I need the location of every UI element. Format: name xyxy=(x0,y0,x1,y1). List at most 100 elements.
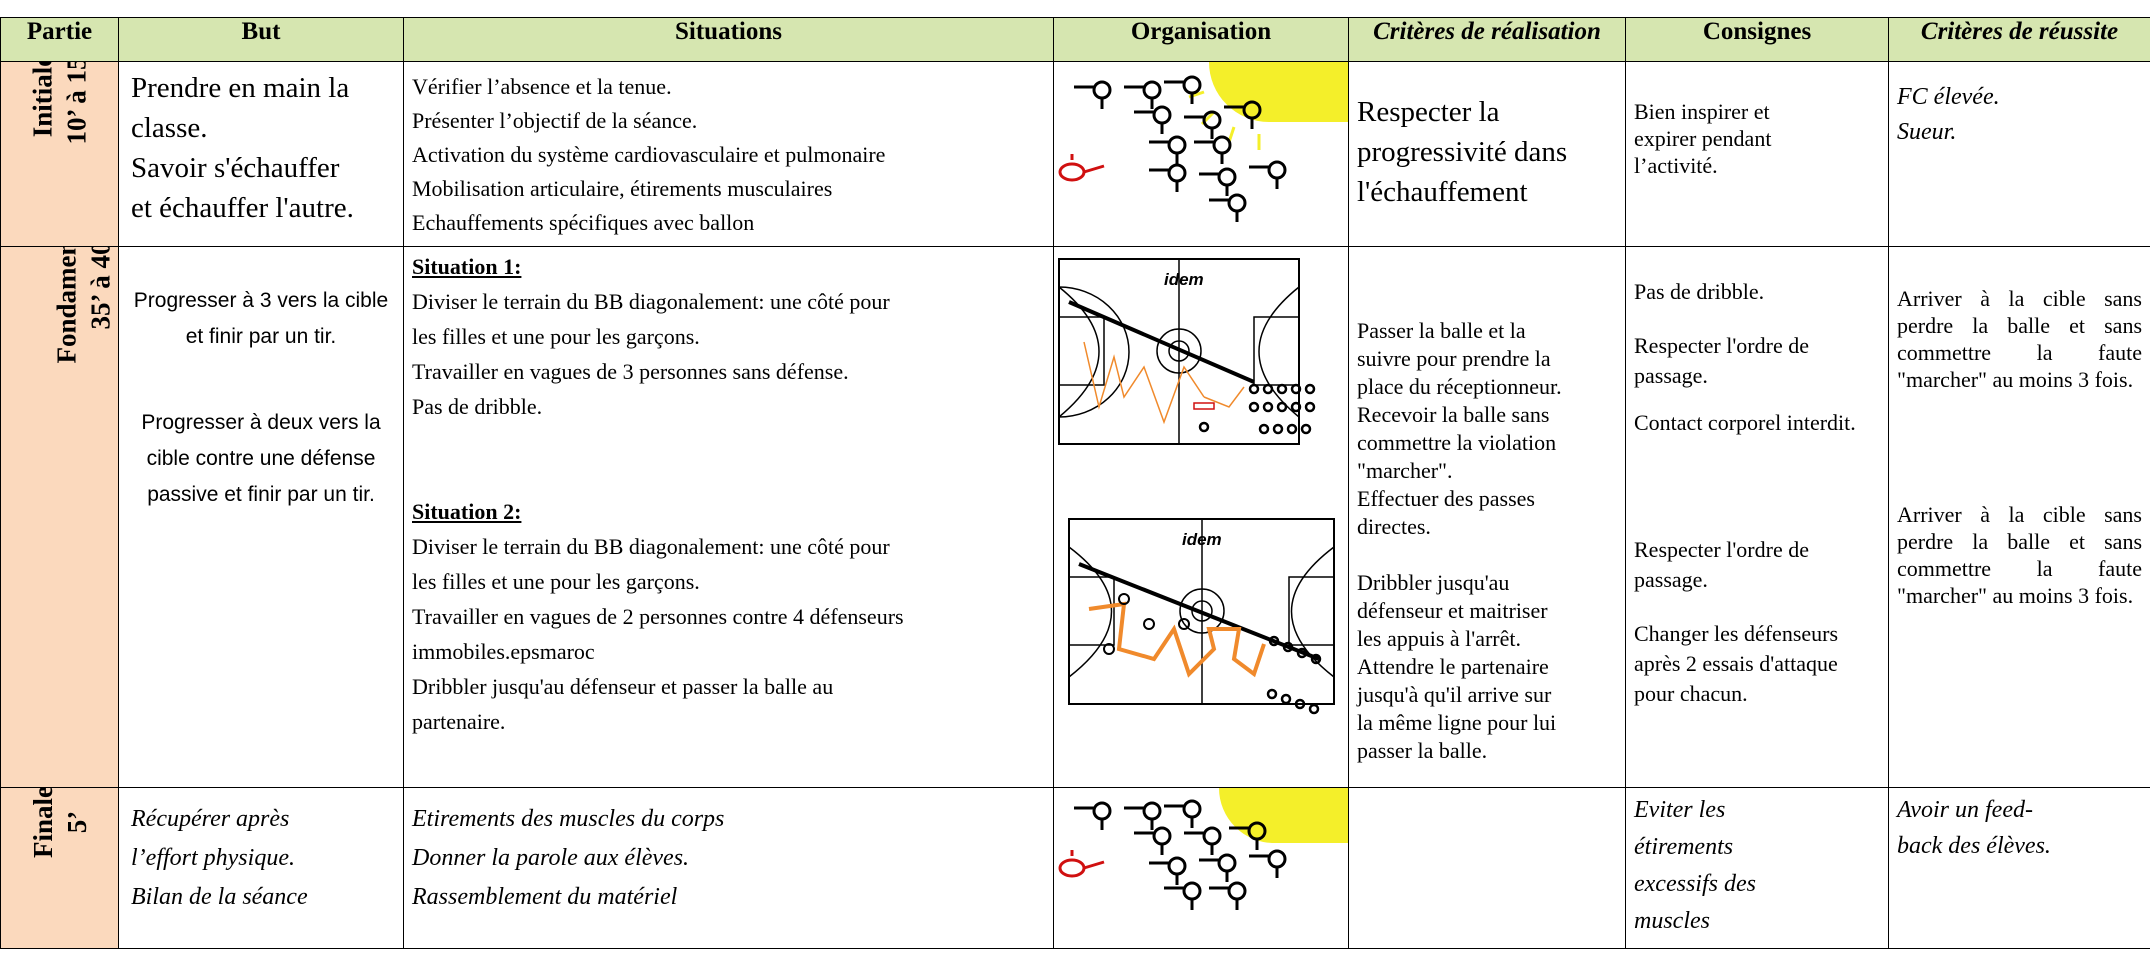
but-finale: Récupérer après l’effort physique. Bilan… xyxy=(118,787,404,949)
situation2-line: Diviser le terrain du BB diagonalement: … xyxy=(412,534,890,559)
consigne-line: Bien inspirer et xyxy=(1634,99,1770,124)
consigne-line: muscles xyxy=(1634,908,1710,934)
situation-line: Donner la parole aux élèves. xyxy=(412,845,690,871)
situation-line: Mobilisation articulaire, étirements mus… xyxy=(412,176,833,201)
court-diagrams: idem xyxy=(1058,258,1335,715)
reussite-fondamentale: Arriver à la cible sans perdre la balle … xyxy=(1888,246,2150,788)
situation2-title: Situation 2: xyxy=(412,499,522,524)
but-line: et échauffer l'autre. xyxy=(131,192,354,224)
players-icon xyxy=(1074,799,1287,910)
consigne-line: expirer pendant xyxy=(1634,126,1772,151)
but-line: Bilan de la séance xyxy=(131,884,308,910)
court-diagram-2: idem xyxy=(1068,518,1335,715)
realisation-line: Dribbler jusqu'au xyxy=(1357,570,1510,595)
situation2-line: immobiles.epsmaroc xyxy=(412,639,595,664)
consignes-fondamentale: Pas de dribble. Respecter l'ordre de pas… xyxy=(1625,246,1889,788)
consignes-initiale: Bien inspirer et expirer pendant l’activ… xyxy=(1625,61,1889,247)
situation2-line: les filles et une pour les garçons. xyxy=(412,569,700,594)
situation1-title: Situation 1: xyxy=(412,254,522,279)
realisation-line: la même ligne pour lui xyxy=(1357,710,1557,735)
row-fondamentale: Fondamentale 35’ à 40’ Progresser à 3 ve… xyxy=(0,246,2150,788)
header-organisation: Organisation xyxy=(1053,17,1349,62)
organisation-initiale xyxy=(1053,61,1349,247)
realisation-line: Recevoir la balle sans xyxy=(1357,402,1550,427)
player-markers-icon xyxy=(1266,635,1322,715)
reussite-line: Avoir un feed- xyxy=(1897,797,2033,823)
realisation-fondamentale: Passer la balle et la suivre pour prendr… xyxy=(1348,246,1626,788)
consigne-item: Contact corporel interdit. xyxy=(1634,410,1856,435)
realisation-line: défenseur et maitriser xyxy=(1357,598,1548,623)
consigne-item: Respecter l'ordre de passage. xyxy=(1634,537,1809,592)
whistle-icon xyxy=(1058,154,1105,182)
realisation-line: passer la balle. xyxy=(1357,738,1488,763)
situation2-line: partenaire. xyxy=(412,709,506,734)
situation2-line: Dribbler jusqu'au défenseur et passer la… xyxy=(412,674,834,699)
lesson-plan-table: Partie But Situations Organisation Critè… xyxy=(0,17,2150,949)
partie-initiale-name: Initiale xyxy=(27,61,58,138)
header-situations: Situations xyxy=(403,17,1054,62)
reussite-item: Arriver à la cible sans perdre la balle … xyxy=(1897,502,2142,608)
situation-line: Etirements des muscles du corps xyxy=(412,806,725,832)
consigne-item: Pas de dribble. xyxy=(1634,279,1765,304)
situation-line: Echauffements spécifiques avec ballon xyxy=(412,210,755,235)
header-row: Partie But Situations Organisation Critè… xyxy=(0,17,2150,62)
but-line: Prendre en main la xyxy=(131,72,350,104)
realisation-line: Attendre le partenaire xyxy=(1357,654,1549,679)
consignes-finale: Eviter les étirements excessifs des musc… xyxy=(1625,787,1889,949)
realisation-line: Respecter la xyxy=(1357,96,1500,128)
situation-line: Rassemblement du matériel xyxy=(412,884,678,910)
reussite-item: Arriver à la cible sans perdre la balle … xyxy=(1897,286,2142,392)
header-partie: Partie xyxy=(0,17,119,62)
court-diagram-1: idem xyxy=(1058,258,1316,445)
situation1-line: les filles et une pour les garçons. xyxy=(412,324,700,349)
header-criteres-reussite: Critères de réussite xyxy=(1888,17,2150,62)
header-consignes: Consignes xyxy=(1625,17,1889,62)
but-fondamentale: Progresser à 3 vers la cible et finir pa… xyxy=(118,246,404,788)
situations-finale: Etirements des muscles du corps Donner l… xyxy=(403,787,1054,949)
situation1-line: Travailler en vagues de 3 personnes sans… xyxy=(412,359,849,384)
partie-fondamentale: Fondamentale 35’ à 40’ xyxy=(0,246,119,788)
reussite-initiale: FC élevée. Sueur. xyxy=(1888,61,2150,247)
realisation-line: Passer la balle et la xyxy=(1357,318,1526,343)
realisation-initiale: Respecter la progressivité dans l'échauf… xyxy=(1348,61,1626,247)
header-criteres-realisation: Critères de réalisation xyxy=(1348,17,1626,62)
situation-line: Vérifier l’absence et la tenue. xyxy=(412,74,672,99)
realisation-finale xyxy=(1348,787,1626,949)
situation2-line: Travailler en vagues de 2 personnes cont… xyxy=(412,604,904,629)
defender-markers-icon xyxy=(1103,593,1190,655)
diagram-label: idem xyxy=(1164,270,1204,289)
consigne-line: Eviter les xyxy=(1634,797,1726,823)
realisation-line: directes. xyxy=(1357,514,1431,539)
but-line: l’effort physique. xyxy=(131,845,295,871)
consigne-item: Respecter l'ordre de passage. xyxy=(1634,333,1809,388)
row-finale: Finale 5’ Récupérer après l’effort physi… xyxy=(0,787,2150,949)
realisation-line: les appuis à l'arrêt. xyxy=(1357,626,1522,651)
realisation-line: place du réceptionneur. xyxy=(1357,374,1562,399)
situation1-line: Pas de dribble. xyxy=(412,394,543,419)
consigne-item: Changer les défenseurs après 2 essais d'… xyxy=(1634,621,1839,706)
organisation-fondamentale: idem xyxy=(1053,246,1349,788)
but-2: Progresser à deux vers la cible contre u… xyxy=(141,411,381,506)
realisation-line: progressivité dans xyxy=(1357,136,1568,168)
partie-initiale: Initiale 10’ à 15’ xyxy=(0,61,119,247)
situations-initiale: Vérifier l’absence et la tenue. Présente… xyxy=(403,61,1054,247)
but-initiale: Prendre en main la classe. Savoir s'écha… xyxy=(118,61,404,247)
warmup-diagram xyxy=(1058,62,1348,222)
realisation-line: jusqu'à qu'il arrive sur xyxy=(1357,682,1552,707)
partie-finale-duration: 5’ xyxy=(61,810,92,834)
sun-icon xyxy=(1219,788,1348,843)
but-line: classe. xyxy=(131,112,208,144)
realisation-line: "marcher". xyxy=(1357,458,1453,483)
consigne-line: étirements xyxy=(1634,834,1734,860)
reussite-line: back des élèves. xyxy=(1897,833,2051,859)
realisation-line: commettre la violation xyxy=(1357,430,1557,455)
diagram-label: idem xyxy=(1182,530,1222,549)
reussite-finale: Avoir un feed- back des élèves. xyxy=(1888,787,2150,949)
situations-fondamentale: Situation 1: Diviser le terrain du BB di… xyxy=(403,246,1054,788)
partie-fondamentale-name: Fondamentale xyxy=(51,246,82,364)
whistle-icon xyxy=(1058,850,1105,878)
situation-line: Activation du système cardiovasculaire e… xyxy=(412,142,886,167)
partie-fondamentale-duration: 35’ à 40’ xyxy=(85,246,116,330)
but-line: Récupérer après xyxy=(131,806,290,832)
but-1: Progresser à 3 vers la cible et finir pa… xyxy=(133,289,389,348)
